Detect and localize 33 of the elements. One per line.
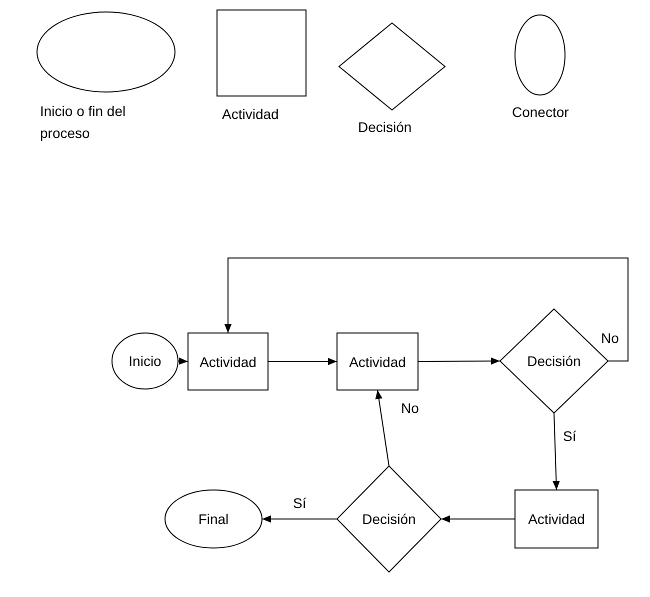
terminal-ellipse [112, 333, 178, 389]
arrow [178, 357, 188, 365]
shape-caption: Inicio o fin del proceso [40, 102, 127, 143]
arrow [262, 515, 338, 523]
terminal-ellipse [37, 12, 175, 92]
terminal-ellipse [165, 490, 262, 548]
node-label: Actividad [200, 354, 256, 370]
shape-caption: Decisión [358, 118, 413, 137]
arrow [440, 515, 516, 523]
process-box [217, 10, 306, 96]
shape-caption: Actividad [222, 105, 280, 124]
node-label: Inicio [128, 353, 162, 369]
connector-circle [515, 15, 565, 95]
decision-diamond [337, 466, 441, 572]
arrow [224, 258, 628, 362]
arrow [268, 358, 338, 366]
edge-label: Sí [562, 428, 578, 444]
decision-diamond [339, 23, 445, 110]
node-label: Decisión [527, 353, 581, 369]
edge-label: No [600, 330, 620, 346]
arrow [375, 390, 390, 466]
arrow [418, 357, 500, 365]
arrow [552, 412, 560, 490]
node-label: Final [198, 511, 229, 527]
process-box [188, 333, 268, 390]
edge-label: Sí [292, 495, 308, 511]
shape-caption: Conector [512, 103, 570, 122]
process-box [337, 333, 418, 390]
process-box [515, 490, 598, 548]
node-label: Actividad [349, 354, 406, 370]
node-label: Decisión [362, 511, 416, 527]
edge-label: No [400, 400, 420, 416]
node-label: Actividad [528, 511, 585, 527]
